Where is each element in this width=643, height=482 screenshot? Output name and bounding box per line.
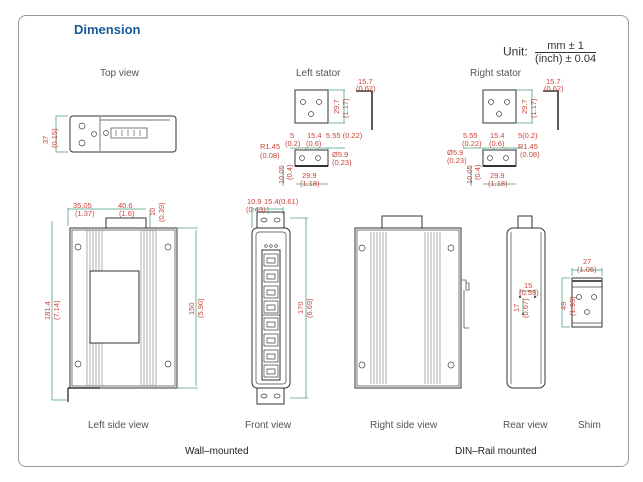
dim-ls-radius: R1.45 <box>260 142 280 151</box>
dim-ls-thick: 15.7 <box>358 77 373 86</box>
label-top-view: Top view <box>100 68 139 79</box>
unit-label: Unit: <box>503 44 528 59</box>
dim-rs-hole: Ø5.9 <box>447 148 463 157</box>
unit-legend: Unit: mm ± 1 (inch) ± 0.04 <box>503 40 597 65</box>
dim-rs-hole-in: (0.23) <box>447 156 467 165</box>
shim-drawing: 27 (1.06) 49 (1.93) <box>559 257 603 328</box>
dim-ls-c: 5.55 (0.22) <box>326 131 363 140</box>
dim-fv-h: 170 <box>296 301 305 314</box>
dim-rs-height: 29.7 <box>520 99 529 114</box>
dim-fv-b: 15.4(0.61) <box>264 197 299 206</box>
dim-rs-a: 5.55 <box>463 131 478 140</box>
dim-ls-b-in: (0.6) <box>306 139 322 148</box>
dim-ls-hole-in: (0.23) <box>332 158 352 167</box>
dim-lsv-a: 35.05 <box>73 201 92 210</box>
dim-ls-w-in: (1.18) <box>300 179 320 188</box>
label-left-stator: Left stator <box>296 68 341 79</box>
dim-lsv-c-in: (0.39) <box>157 202 166 222</box>
dim-ls-a: 5 <box>290 131 294 140</box>
dim-ls-height-in: (1.17) <box>341 98 350 118</box>
label-right-stator: Right stator <box>470 68 522 79</box>
label-left-side-view: Left side view <box>88 420 149 431</box>
dim-lsv-b: 40.6 <box>118 201 133 210</box>
dim-rs-b-in: (0.6) <box>489 139 505 148</box>
dim-ls-hole: Ø5.9 <box>332 150 348 159</box>
dim-lsv-total-in: (7.14) <box>52 300 61 320</box>
dim-rs-a-in: (0.22) <box>462 139 482 148</box>
dim-fv-a: 10.9 <box>247 197 262 206</box>
dim-rs-w-in: (1.18) <box>488 179 508 188</box>
dim-rs-b: 15.4 <box>490 131 505 140</box>
dim-shim-h-in: (1.93) <box>568 296 577 316</box>
dim-rs-v-in: (0.4) <box>473 164 482 180</box>
dim-top-height-in: (0.15) <box>50 128 59 148</box>
top-view-drawing: 37 (0.15) <box>41 115 177 153</box>
dim-shim-w: 27 <box>583 257 591 266</box>
dimension-frame: Dimension <box>18 15 629 467</box>
label-shim: Shim <box>578 420 601 431</box>
dim-lsv-a-in: (1.37) <box>75 209 95 218</box>
left-side-view-drawing: 35.05 (1.37) 40.6 (1.6) 10 (0.39) 181.4 … <box>43 201 205 402</box>
unit-inch: (inch) ± 0.04 <box>535 53 597 65</box>
dim-ls-b: 15.4 <box>307 131 322 140</box>
dim-rv-w-in: (0.59) <box>519 288 539 297</box>
label-right-side-view: Right side view <box>370 420 438 431</box>
label-din-rail-mounted: DIN–Rail mounted <box>455 446 537 457</box>
left-stator-drawing: 29.7 (1.17) 15.7 (0.62) 5 (0.2) 15.4 (0.… <box>260 77 376 188</box>
rear-view-drawing: 15 (0.59) 17 (0.67) <box>506 215 546 389</box>
dim-lsv-h-in: (5.90) <box>196 298 205 318</box>
dim-fv-h-in: (6.69) <box>305 298 314 318</box>
right-stator-drawing: 29.7 (1.17) 15.7 (0.62) 5.55 (0.22) 15.4… <box>447 77 564 188</box>
front-view-drawing: 10.9 (0.43) 15.4(0.61) 170 (6.69) <box>246 197 314 405</box>
dim-rs-v: 10.05 <box>465 165 474 184</box>
dim-rs-radius: R1.45 <box>518 142 538 151</box>
unit-mm: mm ± 1 <box>535 40 597 53</box>
dim-rs-thick: 15.7 <box>546 77 561 86</box>
section-title: Dimension <box>69 22 146 37</box>
dim-lsv-b-in: (1.6) <box>119 209 135 218</box>
dim-ls-thick-in: (0.62) <box>356 84 376 93</box>
dim-top-height: 37 <box>41 136 50 144</box>
dim-ls-v-in: (0.4) <box>285 164 294 180</box>
label-front-view: Front view <box>245 420 292 431</box>
dim-rv-h-in: (0.67) <box>521 298 530 318</box>
dim-lsv-c: 10 <box>148 208 157 216</box>
label-rear-view: Rear view <box>503 420 548 431</box>
unit-fraction: mm ± 1 (inch) ± 0.04 <box>535 40 597 65</box>
dim-shim-h: 49 <box>559 302 568 310</box>
dim-lsv-total: 181.4 <box>43 301 52 320</box>
dim-lsv-h: 150 <box>187 302 196 315</box>
dim-ls-a-in: (0.2) <box>285 139 301 148</box>
dim-rv-h: 17 <box>512 304 521 312</box>
right-side-view-drawing <box>354 215 470 389</box>
dim-rs-c: 5(0.2) <box>518 131 538 140</box>
dim-rs-height-in: (1.17) <box>529 98 538 118</box>
label-wall-mounted: Wall–mounted <box>185 446 249 457</box>
dim-rs-w: 29.9 <box>490 171 505 180</box>
dim-fv-a-in: (0.43) <box>246 205 266 214</box>
dim-rv-w: 15 <box>524 281 532 290</box>
dim-shim-w-in: (1.06) <box>577 265 597 274</box>
dim-ls-height: 29.7 <box>332 99 341 114</box>
dim-rs-thick-in: (0.62) <box>544 84 564 93</box>
dim-ls-w: 29.9 <box>302 171 317 180</box>
dim-ls-radius-in: (0.08) <box>260 151 280 160</box>
dim-ls-v: 10.05 <box>277 165 286 184</box>
dim-rs-radius-in: (0.08) <box>520 150 540 159</box>
